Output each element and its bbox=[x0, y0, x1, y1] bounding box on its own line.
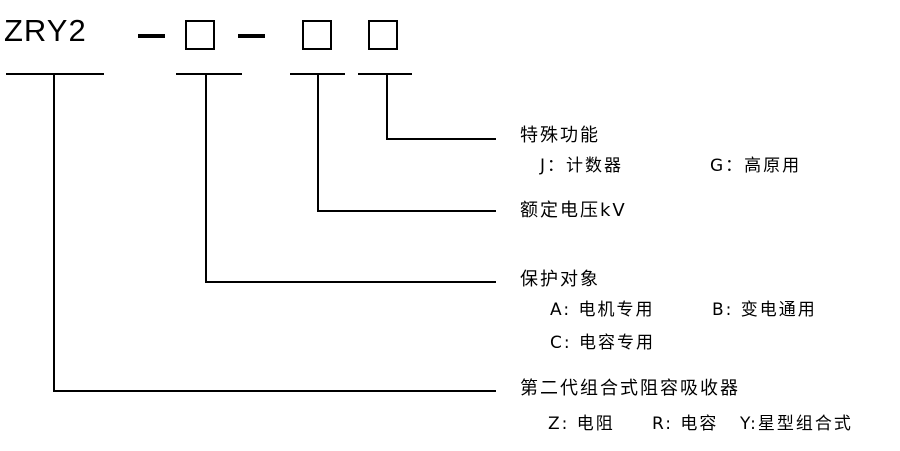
family-option-r: R: 电容 bbox=[652, 414, 719, 434]
code-box-protection bbox=[185, 20, 215, 50]
leader-model bbox=[53, 74, 496, 392]
separator-dash-2 bbox=[238, 34, 265, 38]
leader-protection bbox=[205, 74, 496, 283]
voltage-title: 额定电压kV bbox=[520, 200, 627, 221]
function-option-j: J：计数器 bbox=[540, 156, 624, 176]
function-title: 特殊功能 bbox=[520, 125, 600, 146]
leader-function bbox=[386, 74, 496, 140]
family-title: 第二代组合式阻容吸收器 bbox=[520, 378, 740, 399]
protection-option-a: A: 电机专用 bbox=[550, 300, 655, 320]
family-option-y: Y:星型组合式 bbox=[740, 414, 853, 434]
separator-dash-1 bbox=[138, 34, 165, 38]
code-box-voltage bbox=[302, 20, 332, 50]
leader-voltage bbox=[317, 74, 496, 212]
code-box-function bbox=[368, 20, 398, 50]
family-option-z: Z: 电阻 bbox=[548, 414, 615, 434]
model-prefix: ZRY2 bbox=[4, 13, 87, 48]
protection-option-c: C: 电容专用 bbox=[550, 333, 656, 353]
protection-title: 保护对象 bbox=[520, 269, 600, 290]
protection-option-b: B: 变电通用 bbox=[712, 300, 817, 320]
function-option-g: G：高原用 bbox=[710, 156, 802, 176]
